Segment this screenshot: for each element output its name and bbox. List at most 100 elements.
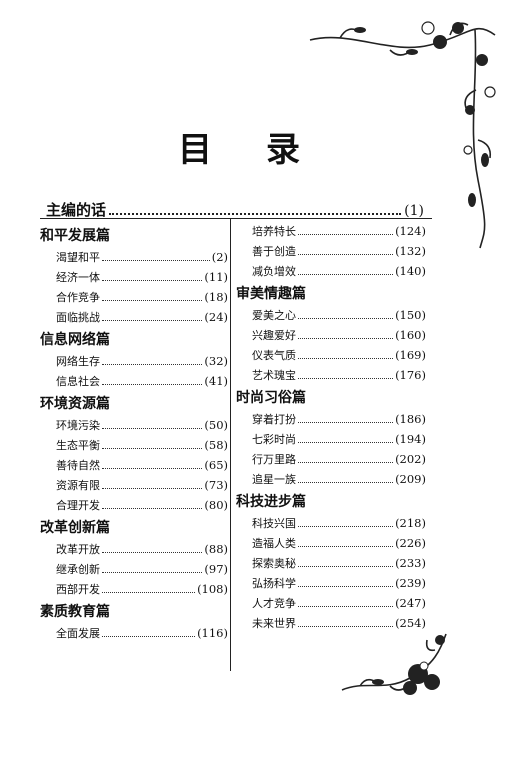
toc-entry[interactable]: 善于创造(132) bbox=[236, 241, 426, 261]
entry-page: (73) bbox=[204, 478, 228, 492]
entry-label: 未来世界 bbox=[252, 617, 296, 630]
entry-label: 造福人类 bbox=[252, 537, 296, 550]
toc-entry[interactable]: 渴望和平(2) bbox=[40, 247, 228, 267]
toc-entry[interactable]: 追星一族(209) bbox=[236, 469, 426, 489]
toc-entry[interactable]: 人才竞争(247) bbox=[236, 593, 426, 613]
entry-page: (80) bbox=[204, 498, 228, 512]
toc-entry[interactable]: 善待自然 (65) bbox=[40, 455, 228, 475]
toc-entry[interactable]: 探索奥秘(233) bbox=[236, 553, 426, 573]
dot-leader bbox=[298, 546, 394, 547]
toc-entry[interactable]: 资源有限(73) bbox=[40, 475, 228, 495]
toc-entry[interactable]: 继承创新 (97) bbox=[40, 559, 228, 579]
entry-page: (239) bbox=[395, 576, 426, 590]
horizontal-rule bbox=[40, 218, 432, 219]
dot-leader bbox=[298, 462, 394, 463]
title-char-2: 录 bbox=[266, 130, 302, 170]
toc-section: 信息网络篇 网络生存(32) 信息社会(41) bbox=[40, 329, 228, 391]
toc-entry[interactable]: 合理开发 (80) bbox=[40, 495, 228, 515]
entry-page: (160) bbox=[395, 328, 426, 342]
toc-entry[interactable]: 经济一体(11) bbox=[40, 267, 228, 287]
toc-entry[interactable]: 信息社会(41) bbox=[40, 371, 228, 391]
entry-label: 继承创新 bbox=[56, 563, 100, 576]
toc-entry[interactable]: 爱美之心(150) bbox=[236, 305, 426, 325]
entry-page: (65) bbox=[204, 458, 228, 472]
floral-vine-top-icon bbox=[309, 21, 496, 249]
toc-entry[interactable]: 减负增效(140) bbox=[236, 261, 426, 281]
toc-entry[interactable]: 仪表气质(169) bbox=[236, 345, 426, 365]
entry-page: (97) bbox=[204, 562, 228, 576]
entry-label: 追星一族 bbox=[252, 473, 296, 486]
dot-leader bbox=[109, 213, 402, 215]
section-title: 环境资源篇 bbox=[40, 396, 110, 412]
entry-page: (226) bbox=[395, 536, 426, 550]
toc-entry[interactable]: 科技兴国(218) bbox=[236, 513, 426, 533]
dot-leader bbox=[102, 384, 203, 385]
toc-lead-entry[interactable]: 主编的话 (1) bbox=[46, 199, 424, 220]
page-title: 目录 bbox=[178, 122, 302, 171]
toc-section: 和平发展篇 渴望和平(2) 经济一体(11) 合作竞争(18) 面临挑战(24) bbox=[40, 225, 228, 327]
entry-page: (194) bbox=[395, 432, 426, 446]
toc-entry[interactable]: 改革开放(88) bbox=[40, 539, 228, 559]
toc-entry[interactable]: 全面发展 (116) bbox=[40, 623, 228, 643]
toc-entry[interactable]: 环境污染(50) bbox=[40, 415, 228, 435]
entry-label: 减负增效 bbox=[252, 265, 296, 278]
entry-page: (18) bbox=[204, 290, 228, 304]
toc-section: 环境资源篇 环境污染(50) 生态平衡 (58) 善待自然 (65) 资源有限(73… bbox=[40, 393, 228, 515]
entry-label: 培养特长 bbox=[252, 225, 296, 238]
entry-label: 弘扬科学 bbox=[252, 577, 296, 590]
entry-page: (116) bbox=[197, 626, 228, 640]
dot-leader bbox=[102, 592, 196, 593]
entry-page: (254) bbox=[395, 616, 426, 630]
toc-entry[interactable]: 穿着打扮(186) bbox=[236, 409, 426, 429]
entry-page: (132) bbox=[395, 244, 426, 258]
entry-page: (124) bbox=[395, 224, 426, 238]
dot-leader bbox=[102, 636, 196, 637]
toc-entry[interactable]: 面临挑战(24) bbox=[40, 307, 228, 327]
entry-label: 善待自然 bbox=[56, 459, 100, 472]
entry-page: (176) bbox=[395, 368, 426, 382]
toc-entry[interactable]: 兴趣爱好 (160) bbox=[236, 325, 426, 345]
dot-leader bbox=[298, 626, 394, 627]
toc-entry[interactable]: 未来世界 (254) bbox=[236, 613, 426, 633]
toc-entry[interactable]: 艺术瑰宝(176) bbox=[236, 365, 426, 385]
dot-leader bbox=[102, 300, 203, 301]
entry-page: (218) bbox=[395, 516, 426, 530]
entry-page: (150) bbox=[395, 308, 426, 322]
toc-entry[interactable]: 合作竞争(18) bbox=[40, 287, 228, 307]
entry-label: 渴望和平 bbox=[56, 251, 100, 264]
dot-leader bbox=[102, 572, 203, 573]
entry-label: 兴趣爱好 bbox=[252, 329, 296, 342]
entry-label: 行万里路 bbox=[252, 453, 296, 466]
dot-leader bbox=[102, 280, 203, 281]
entry-page: (247) bbox=[395, 596, 426, 610]
entry-page: (233) bbox=[395, 556, 426, 570]
entry-label: 西部开发 bbox=[56, 583, 100, 596]
entry-label: 七彩时尚 bbox=[252, 433, 296, 446]
dot-leader bbox=[298, 358, 394, 359]
entry-page: (58) bbox=[204, 438, 228, 452]
column-divider bbox=[230, 219, 231, 671]
entry-label: 全面发展 bbox=[56, 627, 100, 640]
entry-page: (186) bbox=[395, 412, 426, 426]
dot-leader bbox=[298, 254, 394, 255]
toc-entry[interactable]: 造福人类 (226) bbox=[236, 533, 426, 553]
dot-leader bbox=[298, 482, 394, 483]
dot-leader bbox=[102, 488, 203, 489]
entry-page: (169) bbox=[395, 348, 426, 362]
lead-label: 主编的话 bbox=[46, 201, 107, 219]
toc-entry[interactable]: 行万里路(202) bbox=[236, 449, 426, 469]
toc-entry[interactable]: 七彩时尚 (194) bbox=[236, 429, 426, 449]
toc-entry[interactable]: 弘扬科学 (239) bbox=[236, 573, 426, 593]
toc-entry[interactable]: 生态平衡 (58) bbox=[40, 435, 228, 455]
entry-label: 合理开发 bbox=[56, 499, 100, 512]
section-title: 和平发展篇 bbox=[40, 228, 110, 244]
toc-entry[interactable]: 西部开发(108) bbox=[40, 579, 228, 599]
toc-entry[interactable]: 网络生存(32) bbox=[40, 351, 228, 371]
dot-leader bbox=[298, 378, 394, 379]
dot-leader bbox=[102, 364, 203, 365]
toc-entry[interactable]: 培养特长 (124) bbox=[236, 221, 426, 241]
title-char-1: 目 bbox=[178, 130, 214, 170]
entry-label: 生态平衡 bbox=[56, 439, 100, 452]
toc-section: 时尚习俗篇 穿着打扮(186) 七彩时尚(194) 行万里路(202) 追星一族… bbox=[236, 387, 426, 489]
